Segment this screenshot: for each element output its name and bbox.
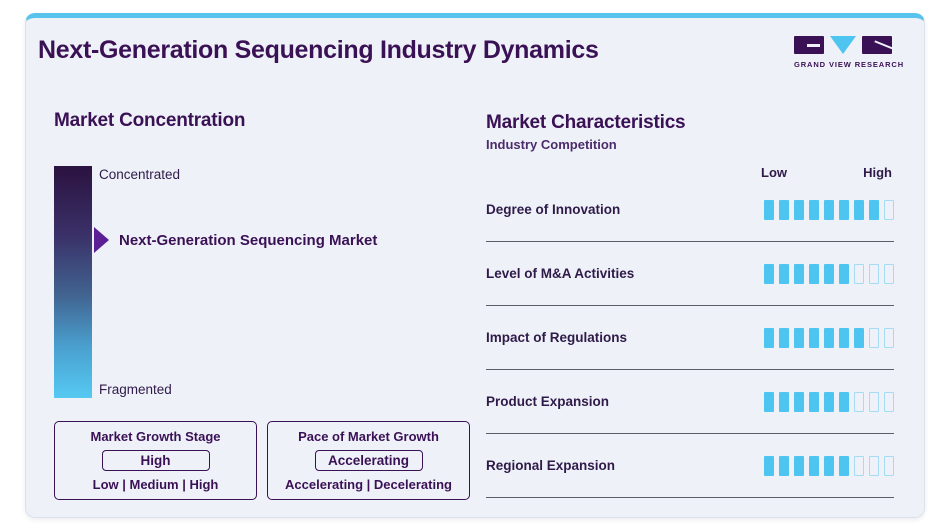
industry-competition-subheading: Industry Competition	[486, 137, 617, 152]
growth-stage-options: Low | Medium | High	[92, 477, 219, 492]
industry-dynamics-card: Next-Generation Sequencing Industry Dyna…	[25, 13, 925, 518]
marker-label: Next-Generation Sequencing Market	[119, 231, 378, 249]
segment-filled	[838, 391, 849, 412]
market-position-marker: Next-Generation Sequencing Market	[94, 227, 378, 254]
segment-filled	[823, 391, 834, 412]
logo-g-block-icon	[794, 36, 824, 54]
segment-empty	[868, 391, 879, 412]
logo-r-block-icon	[862, 36, 892, 54]
level-meter	[763, 455, 894, 476]
segment-filled	[838, 263, 849, 284]
characteristic-label: Impact of Regulations	[486, 330, 628, 345]
segment-filled	[823, 199, 834, 220]
characteristic-label: Level of M&A Activities	[486, 266, 635, 281]
segment-filled	[778, 327, 789, 348]
characteristic-row: Product Expansion	[486, 370, 894, 434]
segment-filled	[808, 391, 819, 412]
segment-filled	[763, 199, 774, 220]
level-meter	[763, 263, 894, 284]
fragmented-label: Fragmented	[99, 382, 172, 397]
growth-box-title: Market Growth Stage	[90, 429, 221, 444]
segment-filled	[763, 455, 774, 476]
segment-filled	[793, 391, 804, 412]
pace-of-growth-box: Pace of Market Growth Accelerating Accel…	[267, 421, 470, 500]
pace-options: Accelerating | Decelerating	[285, 477, 452, 492]
segment-filled	[808, 327, 819, 348]
level-meter	[763, 391, 894, 412]
segment-filled	[838, 327, 849, 348]
market-growth-stage-box: Market Growth Stage High Low | Medium | …	[54, 421, 257, 500]
segment-filled	[763, 263, 774, 284]
scale-high-label: High	[863, 165, 892, 180]
logo-v-triangle-icon	[830, 36, 856, 54]
segment-filled	[793, 263, 804, 284]
characteristic-row: Degree of Innovation	[486, 178, 894, 242]
concentration-gradient-bar	[54, 166, 92, 398]
segment-filled	[778, 263, 789, 284]
segment-filled	[808, 263, 819, 284]
page-title: Next-Generation Sequencing Industry Dyna…	[38, 36, 599, 64]
segment-filled	[778, 455, 789, 476]
grand-view-research-logo: GRAND VIEW RESEARCH	[794, 36, 905, 69]
characteristic-row: Impact of Regulations	[486, 306, 894, 370]
concentration-scale: Concentrated Fragmented Next-Generation …	[54, 166, 464, 398]
marker-arrow-icon	[94, 227, 109, 254]
segment-filled	[793, 455, 804, 476]
characteristic-row: Level of M&A Activities	[486, 242, 894, 306]
segment-filled	[853, 199, 864, 220]
market-characteristics-heading: Market Characteristics	[486, 112, 686, 133]
pace-value-badge: Accelerating	[314, 450, 423, 471]
meter-scale-header: Low High	[761, 165, 892, 180]
scale-low-label: Low	[761, 165, 787, 180]
segment-empty	[853, 455, 864, 476]
segment-filled	[868, 199, 879, 220]
growth-stage-value-badge: High	[101, 450, 210, 471]
segment-empty	[883, 391, 894, 412]
characteristic-label: Product Expansion	[486, 394, 610, 409]
segment-filled	[823, 263, 834, 284]
logo-wordmark: GRAND VIEW RESEARCH	[794, 60, 905, 69]
segment-empty	[883, 199, 894, 220]
characteristic-label: Regional Expansion	[486, 458, 616, 473]
characteristic-label: Degree of Innovation	[486, 202, 621, 217]
segment-empty	[883, 327, 894, 348]
segment-empty	[883, 455, 894, 476]
segment-filled	[823, 327, 834, 348]
segment-empty	[853, 263, 864, 284]
concentrated-label: Concentrated	[99, 167, 181, 182]
segment-filled	[838, 199, 849, 220]
segment-filled	[808, 455, 819, 476]
segment-filled	[793, 327, 804, 348]
segment-filled	[763, 391, 774, 412]
segment-filled	[778, 199, 789, 220]
segment-empty	[853, 391, 864, 412]
segment-empty	[868, 327, 879, 348]
characteristic-row: Regional Expansion	[486, 434, 894, 498]
growth-box-title: Pace of Market Growth	[298, 429, 439, 444]
segment-filled	[823, 455, 834, 476]
segment-empty	[868, 263, 879, 284]
segment-filled	[778, 391, 789, 412]
segment-empty	[868, 455, 879, 476]
segment-filled	[838, 455, 849, 476]
level-meter	[763, 327, 894, 348]
logo-shapes	[794, 36, 892, 54]
segment-filled	[808, 199, 819, 220]
segment-filled	[853, 327, 864, 348]
segment-filled	[763, 327, 774, 348]
segment-filled	[793, 199, 804, 220]
market-concentration-heading: Market Concentration	[54, 110, 246, 131]
level-meter	[763, 199, 894, 220]
segment-empty	[883, 263, 894, 284]
growth-boxes: Market Growth Stage High Low | Medium | …	[54, 421, 470, 500]
